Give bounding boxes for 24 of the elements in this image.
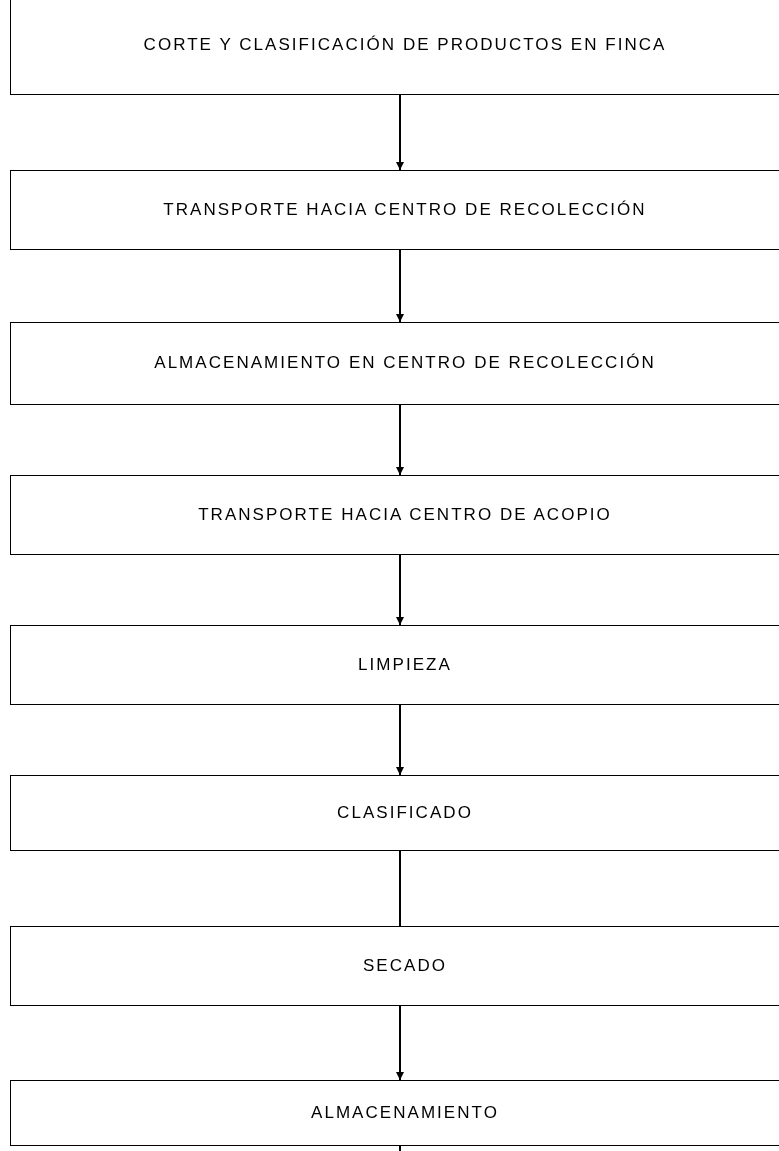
- arrow: [396, 1005, 404, 1081]
- process-box: [10, 775, 779, 851]
- step-label: SECADO: [362, 954, 447, 977]
- process-box: [10, 322, 779, 405]
- step-label: ALMACENAMIENTO EN CENTRO DE RECOLECCIÓN: [154, 352, 656, 375]
- connector-line: [399, 850, 401, 927]
- arrow: [396, 94, 404, 171]
- step-label: TRANSPORTE HACIA CENTRO DE RECOLECCIÓN: [163, 198, 647, 221]
- step-label: ALMACENAMIENTO: [311, 1101, 499, 1124]
- process-box: [10, 926, 779, 1006]
- arrow: [396, 404, 404, 476]
- process-box: [10, 625, 779, 705]
- step-label: TRANSPORTE HACIA CENTRO DE ACOPIO: [198, 503, 612, 526]
- arrow: [396, 554, 404, 626]
- process-box: [10, 475, 779, 555]
- connector-line: [399, 1145, 401, 1151]
- step-label: LIMPIEZA: [358, 653, 452, 676]
- arrow: [396, 704, 404, 776]
- arrow: [396, 249, 404, 323]
- process-box: [10, 0, 779, 95]
- process-box: [10, 1080, 779, 1146]
- step-label: CLASIFICADO: [337, 801, 473, 824]
- process-box: [10, 170, 779, 250]
- step-label: CORTE Y CLASIFICACIÓN DE PRODUCTOS EN FINCA: [143, 33, 667, 56]
